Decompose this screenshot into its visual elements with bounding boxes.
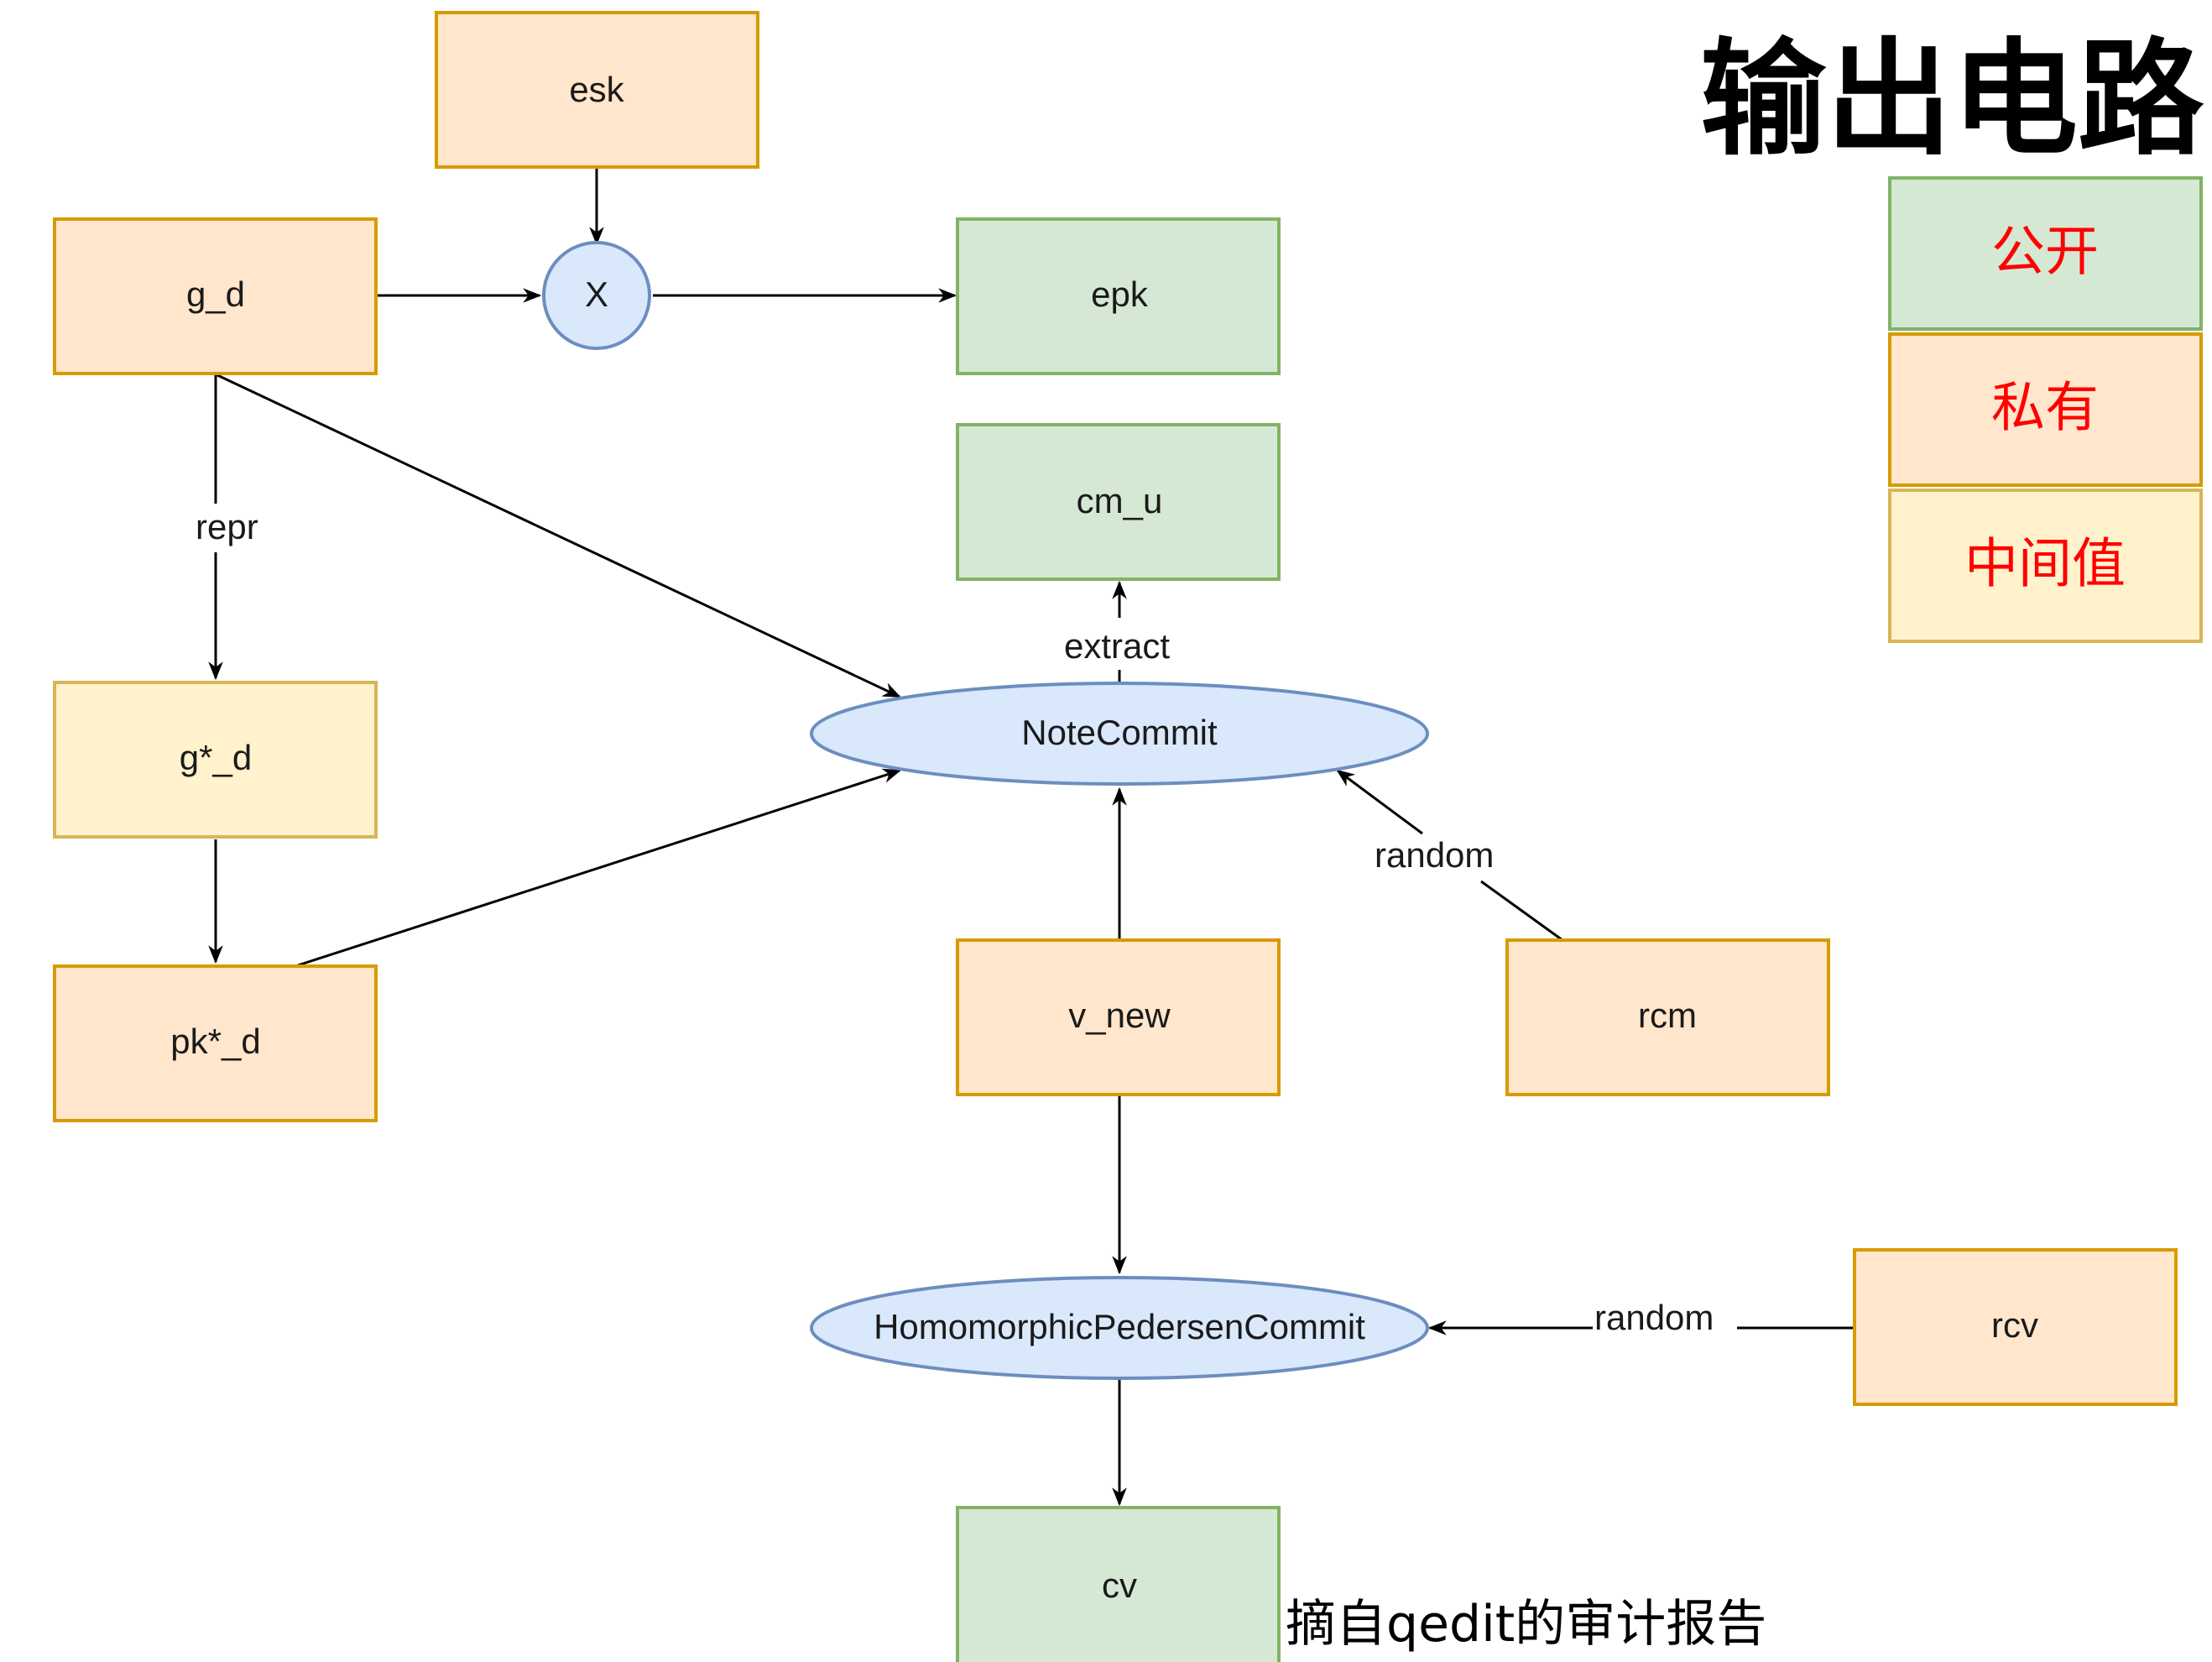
node-rcm: rcm	[1505, 938, 1830, 1096]
legend: 公开 私有 中间值	[1888, 176, 2203, 643]
node-pk-star-d: pk*_d	[53, 964, 378, 1122]
node-notecommit-label: NoteCommit	[1021, 713, 1218, 752]
node-v-new: v_new	[956, 938, 1281, 1096]
node-rcm-label: rcm	[1638, 996, 1697, 1035]
node-esk-label: esk	[569, 70, 624, 109]
legend-label-intermediate: 中间值	[1964, 534, 2126, 596]
node-hpc: HomomorphicPedersenCommit	[810, 1276, 1429, 1380]
node-cm-u: cm_u	[956, 423, 1281, 581]
node-cv: cv	[956, 1506, 1281, 1662]
edge-rcm-to-notecommit-lower	[1480, 880, 1563, 942]
node-pk-star-d-label: pk*_d	[170, 1022, 260, 1061]
legend-item-private: 私有	[1888, 332, 2203, 487]
node-cm-u-label: cm_u	[1077, 481, 1163, 520]
legend-label-private: 私有	[1991, 378, 2099, 440]
legend-item-intermediate: 中间值	[1888, 489, 2203, 643]
node-mult-label: X	[585, 274, 608, 314]
edge-rcm-to-notecommit-upper	[1336, 769, 1423, 835]
legend-label-public: 公开	[1991, 222, 2099, 284]
node-g-star-d-label: g*_d	[180, 738, 252, 777]
node-cv-label: cv	[1102, 1565, 1137, 1605]
node-rcv: rcv	[1853, 1248, 2178, 1406]
edge-label-extract: extract	[1064, 626, 1170, 666]
edge-pkstard-to-notecommit	[297, 768, 902, 967]
node-notecommit: NoteCommit	[810, 682, 1429, 786]
node-hpc-label: HomomorphicPedersenCommit	[874, 1307, 1365, 1346]
page-title: 输出电路	[1700, 27, 2204, 173]
edge-label-random-rcm: random	[1375, 835, 1494, 875]
node-epk-label: epk	[1091, 274, 1149, 314]
node-g-star-d: g*_d	[53, 681, 378, 839]
node-epk: epk	[956, 217, 1281, 375]
node-v-new-label: v_new	[1068, 996, 1171, 1035]
node-g-d-label: g_d	[186, 274, 245, 314]
edges	[208, 168, 1855, 1507]
node-mult: X	[542, 241, 651, 350]
legend-item-public: 公开	[1888, 176, 2203, 331]
source-caption: 摘自qedit的审计报告	[1286, 1595, 1766, 1654]
node-rcv-label: rcv	[1991, 1305, 2038, 1345]
edge-gd-to-notecommit	[215, 373, 901, 698]
edge-label-repr: repr	[196, 507, 258, 546]
node-esk: esk	[435, 11, 759, 169]
edge-label-random-rcv: random	[1594, 1298, 1714, 1337]
edge-labels: repr extract random random	[196, 507, 1714, 1337]
node-g-d: g_d	[53, 217, 378, 375]
